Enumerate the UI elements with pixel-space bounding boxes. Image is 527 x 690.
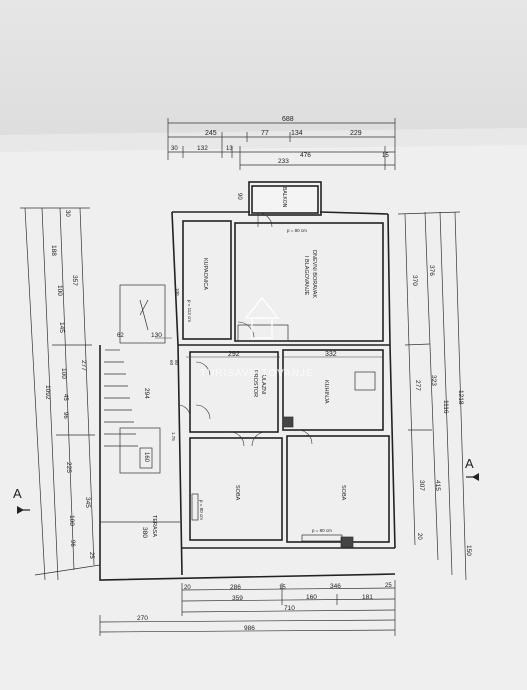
dim-188: 188 [50, 245, 57, 256]
room-balkon: BALKON [281, 187, 287, 208]
dim-357: 357 [71, 275, 78, 286]
dim-323: 323 [430, 375, 437, 386]
dim-20-right: 20 [416, 533, 422, 540]
section-mark-right: A [465, 456, 479, 481]
dim-346: 346 [330, 583, 341, 590]
top-dimensions [167, 118, 396, 170]
dim-15-bottom: 15 [279, 585, 286, 591]
dim-294: 294 [143, 388, 150, 399]
dim-270: 270 [137, 615, 148, 622]
dim-229: 229 [350, 130, 362, 137]
dim-25-bottom: 25 [385, 583, 392, 589]
bottom-dimensions [99, 580, 396, 636]
dim-476: 476 [300, 152, 311, 159]
dim-96b: 96 [69, 540, 75, 547]
dim-150: 150 [465, 545, 472, 556]
interior-dim-lines [155, 337, 382, 358]
walls [99, 181, 396, 581]
section-label-right: A [465, 456, 474, 471]
dim-286: 286 [230, 584, 241, 591]
dim-90: 90 [236, 193, 242, 200]
dim-13: 13 [226, 146, 233, 152]
right-dimensions [397, 211, 467, 581]
label-80: 80 [174, 360, 179, 366]
dim-77: 77 [261, 130, 269, 137]
room-dnevni-line2: I BLAGOVANJE [303, 256, 309, 296]
dim-376: 376 [428, 265, 435, 276]
dim-292: 292 [228, 351, 240, 358]
dim-1218: 1218 [457, 390, 464, 405]
dim-1116: 1116 [442, 400, 449, 414]
dim-332: 332 [325, 351, 337, 358]
label-62: 62 [117, 333, 124, 339]
paper-sheet [0, 128, 527, 690]
room-terasa: TERASA [151, 515, 157, 537]
dim-45: 45 [62, 394, 68, 401]
dim-359: 359 [232, 595, 243, 602]
dim-100c: 100 [68, 515, 75, 526]
dim-1092: 1092 [44, 385, 51, 400]
dim-710: 710 [284, 605, 295, 612]
room-kuhinja: KUHINJA [323, 380, 329, 404]
label-175: 1.75 [171, 432, 176, 441]
dim-986: 986 [244, 625, 255, 632]
dim-181: 181 [362, 594, 373, 601]
dim-233: 233 [278, 158, 289, 165]
room-ulazni-line1: ULAZNI [260, 375, 266, 395]
dim-225: 225 [65, 462, 72, 473]
door-swings [177, 212, 313, 447]
label-p80a: p = 80 cm [199, 500, 204, 520]
left-dimensions [20, 207, 101, 581]
label-p90: p = 90 cm [287, 228, 307, 233]
dim-307: 307 [418, 480, 425, 491]
room-ulazni-line2: PROSTOR [252, 370, 258, 397]
dim-415: 415 [434, 480, 441, 491]
dim-132: 132 [197, 145, 208, 152]
stairs [100, 284, 180, 523]
dim-160-stair: 160 [143, 452, 149, 463]
dim-277-right: 277 [414, 380, 421, 391]
dim-345: 345 [84, 497, 91, 508]
dim-100: 100 [56, 285, 63, 296]
dim-130: 130 [151, 332, 162, 339]
watermark-logo [244, 296, 280, 339]
room-soba-right: SOBA [340, 485, 346, 501]
dim-245: 245 [205, 130, 217, 137]
dim-15: 15 [382, 153, 389, 159]
dim-688: 688 [282, 116, 294, 123]
dim-100b: 100 [60, 368, 67, 379]
dim-380: 380 [141, 527, 148, 538]
section-label-left: A [13, 486, 22, 501]
dim-96: 96 [62, 412, 68, 419]
dim-370: 370 [411, 275, 418, 286]
room-kupaonica: KUPAONICA [202, 258, 208, 290]
fixtures [191, 324, 376, 548]
section-mark-left: A [13, 486, 30, 514]
dim-134: 134 [291, 130, 303, 137]
dim-30-left: 30 [64, 210, 70, 217]
dim-277: 277 [80, 360, 87, 371]
dim-20-bottom: 20 [184, 585, 191, 591]
watermark-text: TURISAVIRTOVANJE [200, 368, 314, 379]
room-dnevni-line1: DNEVNI BORAVAK [311, 250, 317, 298]
dim-30: 30 [171, 146, 178, 152]
room-soba-left: SOBA [234, 485, 240, 501]
label-60: 60 [169, 360, 174, 366]
dim-145: 145 [58, 322, 65, 333]
label-p113: p = 113 cm [187, 300, 192, 322]
dim-160-bottom: 160 [306, 594, 317, 601]
dim-25-left: 25 [88, 552, 94, 559]
label-100: 100 [175, 288, 180, 296]
label-p80b: p = 80 cm [312, 528, 332, 533]
